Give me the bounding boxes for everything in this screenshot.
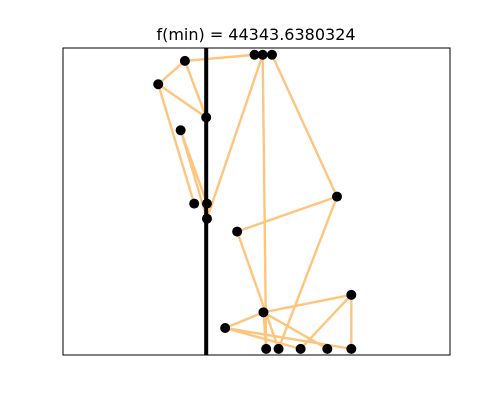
network-edge — [262, 311, 268, 351]
network-edge — [157, 83, 208, 119]
network-edge — [183, 53, 256, 63]
data-point — [331, 191, 342, 202]
network-edge — [235, 230, 280, 351]
data-point — [201, 213, 212, 224]
data-point — [273, 343, 284, 354]
data-point — [295, 343, 306, 354]
chart-title: f(min) = 44343.6380324 — [156, 25, 355, 44]
network-edge — [261, 53, 268, 351]
data-point — [261, 343, 272, 354]
network-edge — [235, 195, 339, 233]
network-edge — [270, 53, 339, 198]
plot-frame — [62, 47, 451, 356]
edge-layer — [157, 53, 353, 351]
network-edge — [262, 293, 353, 314]
network-edge — [157, 83, 196, 205]
data-point — [322, 343, 333, 354]
network-edge — [277, 195, 339, 351]
network-edge — [183, 59, 208, 119]
data-point — [249, 49, 260, 60]
node-layer — [153, 49, 357, 354]
data-point — [346, 343, 357, 354]
data-point — [220, 322, 231, 333]
data-point — [257, 49, 268, 60]
network-edge — [299, 293, 353, 351]
data-point — [201, 112, 212, 123]
network-edge — [223, 311, 265, 330]
data-point — [258, 307, 269, 318]
network-edge — [223, 326, 302, 351]
data-point — [189, 198, 200, 209]
data-point — [232, 226, 243, 237]
data-point — [346, 289, 357, 300]
data-point — [175, 125, 186, 136]
data-point — [179, 55, 190, 66]
data-point — [201, 198, 212, 209]
data-point — [266, 49, 277, 60]
data-point — [153, 79, 164, 90]
network-edge — [205, 53, 264, 220]
network-edge — [157, 59, 187, 86]
